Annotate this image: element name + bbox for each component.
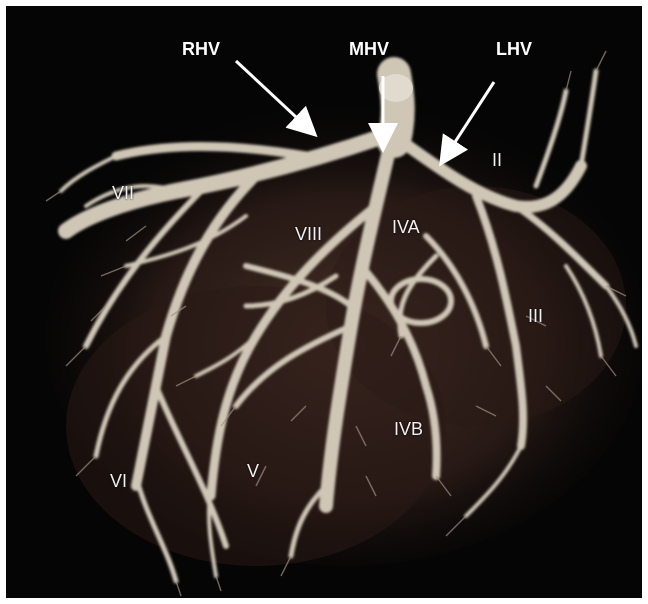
rhv-label: RHV bbox=[182, 40, 220, 58]
segment-ivb-label: IVB bbox=[394, 420, 423, 438]
segment-v-label: V bbox=[247, 462, 259, 480]
segment-vii-label: VII bbox=[112, 184, 134, 202]
segment-viii-label: VIII bbox=[295, 225, 322, 243]
segment-vi-label: VI bbox=[110, 472, 127, 490]
liver-vessel-render: RHV MHV LHV II III IVA IVB V VI VII VIII bbox=[6, 6, 642, 598]
segment-iii-label: III bbox=[528, 307, 543, 325]
lhv-label: LHV bbox=[496, 40, 532, 58]
segment-ii-label: II bbox=[492, 151, 502, 169]
hepatic-vein-tree bbox=[6, 6, 642, 598]
mhv-label: MHV bbox=[349, 40, 389, 58]
segment-iva-label: IVA bbox=[392, 218, 420, 236]
